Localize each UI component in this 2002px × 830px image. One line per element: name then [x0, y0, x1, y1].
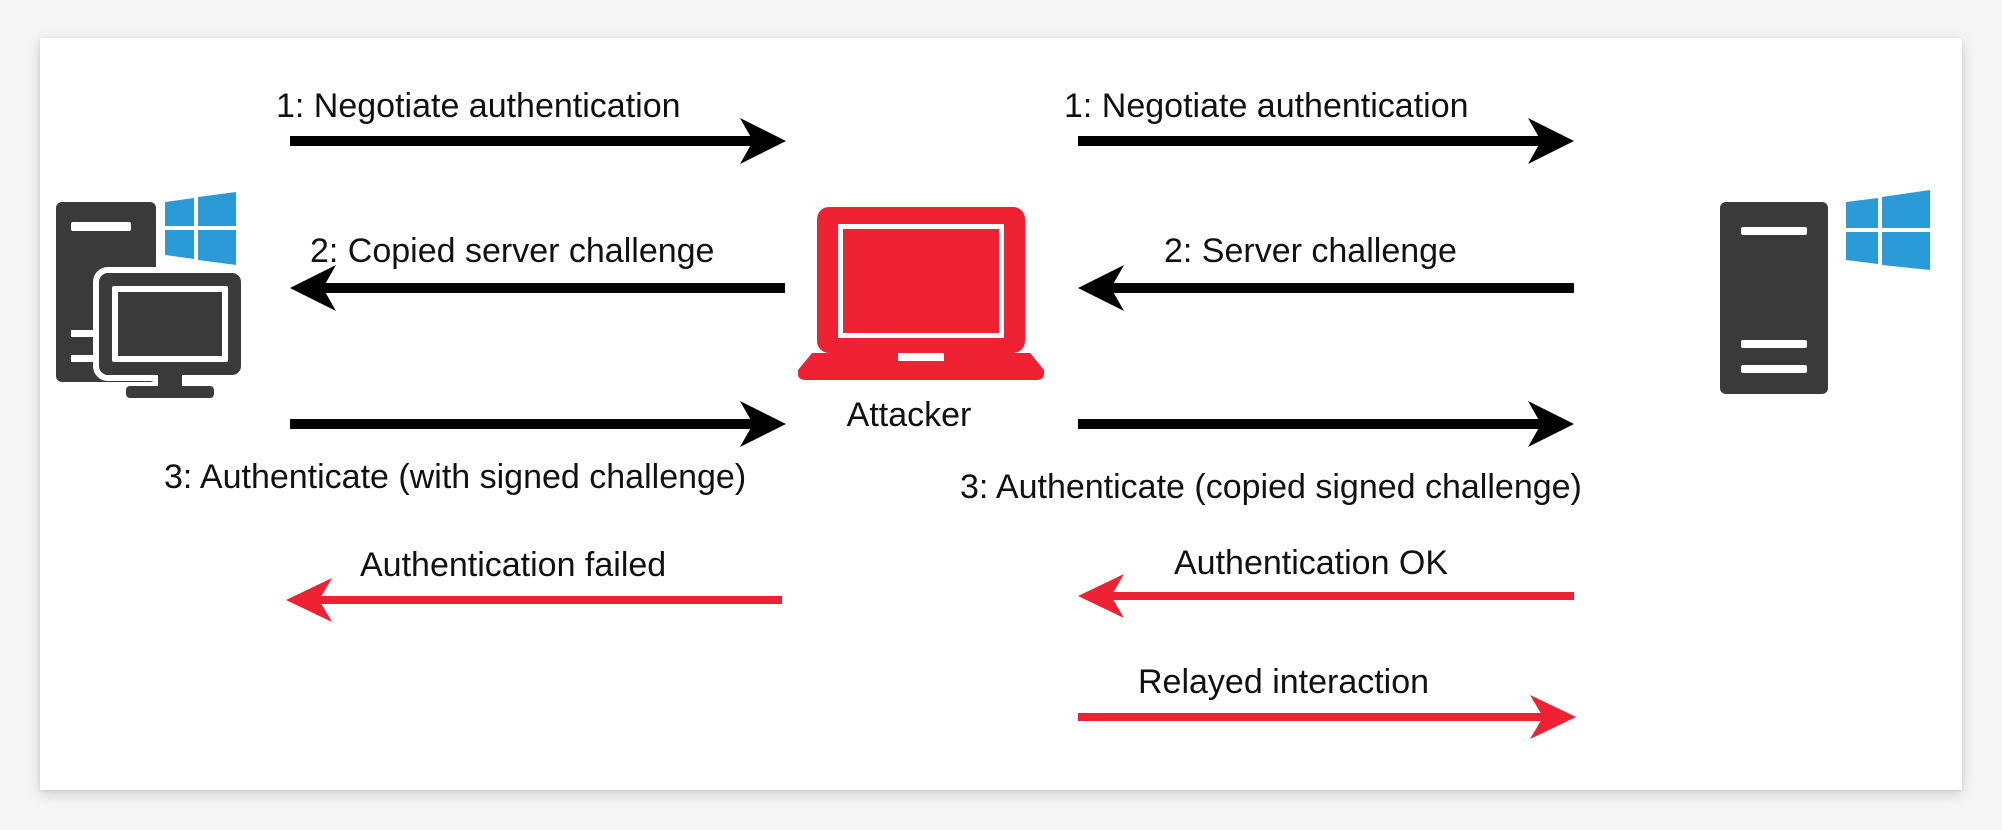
right-challenge-arrow — [1078, 265, 1574, 311]
left-challenge-arrow — [290, 265, 785, 311]
left-failed-arrow — [286, 578, 782, 622]
right-ok-label: Authentication OK — [1174, 544, 1448, 582]
windows-logo-icon-server — [1846, 190, 1930, 270]
right-challenge-label: 2: Server challenge — [1164, 232, 1457, 270]
left-negotiate-arrow — [290, 118, 786, 164]
attacker-label: Attacker — [847, 396, 972, 434]
server-icon — [1720, 202, 1828, 394]
left-authenticate-arrow — [290, 401, 786, 447]
diagram-card — [40, 38, 1962, 790]
right-relay-label: Relayed interaction — [1138, 663, 1429, 701]
right-negotiate-label: 1: Negotiate authentication — [1064, 87, 1469, 125]
left-challenge-label: 2: Copied server challenge — [310, 232, 714, 270]
right-authenticate-label: 3: Authenticate (copied signed challenge… — [960, 468, 1582, 506]
client-computer-icon — [56, 202, 247, 398]
right-negotiate-arrow — [1078, 118, 1574, 164]
left-negotiate-label: 1: Negotiate authentication — [276, 87, 681, 125]
left-failed-label: Authentication failed — [360, 546, 666, 584]
attacker-laptop-icon — [798, 207, 1044, 380]
right-authenticate-arrow — [1078, 401, 1574, 447]
right-relay-arrow — [1078, 695, 1576, 739]
right-ok-arrow — [1078, 574, 1574, 618]
left-authenticate-label: 3: Authenticate (with signed challenge) — [164, 458, 746, 496]
windows-logo-icon-client — [165, 192, 236, 265]
